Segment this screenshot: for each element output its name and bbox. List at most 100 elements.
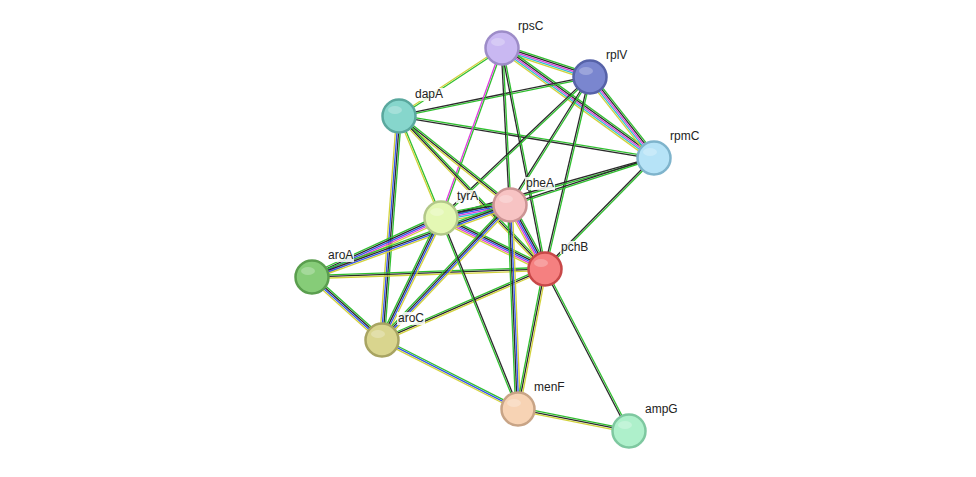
interaction-edge xyxy=(508,222,519,392)
evidence-line xyxy=(398,276,530,333)
evidence-line xyxy=(325,288,370,328)
protein-node: menF xyxy=(500,391,536,427)
interaction-edge xyxy=(329,268,528,278)
interaction-edge xyxy=(396,346,503,402)
highlight xyxy=(430,208,444,216)
node-circle xyxy=(572,59,608,95)
interaction-edge xyxy=(526,163,638,201)
evidence-line xyxy=(446,64,496,202)
interaction-edge xyxy=(502,65,510,188)
node-circle xyxy=(492,187,528,223)
evidence-line xyxy=(329,270,528,277)
evidence-line xyxy=(598,92,641,146)
evidence-line xyxy=(535,411,613,426)
interaction-edge xyxy=(411,125,497,195)
node-circle xyxy=(638,142,671,175)
node-circle xyxy=(425,202,458,235)
highlight xyxy=(388,106,402,114)
node-circle xyxy=(364,322,400,358)
evidence-line xyxy=(329,271,528,278)
node-circle xyxy=(574,61,607,94)
evidence-line xyxy=(552,284,620,416)
evidence-line xyxy=(518,91,580,190)
evidence-line xyxy=(413,57,488,106)
node-label: tyrA xyxy=(456,190,479,203)
node-label: rplV xyxy=(605,49,628,62)
evidence-line xyxy=(518,55,642,145)
highlight xyxy=(534,259,548,267)
evidence-line xyxy=(447,64,497,202)
node-label: dapA xyxy=(414,88,444,101)
evidence-line xyxy=(382,133,396,323)
evidence-line xyxy=(535,412,613,427)
protein-node: aroA xyxy=(294,259,330,295)
highlight xyxy=(579,67,593,75)
evidence-line xyxy=(517,221,536,255)
node-circle xyxy=(494,189,527,222)
node-circle xyxy=(636,140,672,176)
interaction-edge xyxy=(323,287,371,331)
node-label: rpmC xyxy=(669,130,700,143)
evidence-line xyxy=(411,128,495,196)
evidence-line xyxy=(550,94,587,253)
protein-node: tyrA xyxy=(423,200,459,236)
interaction-edge xyxy=(520,285,544,392)
interaction-edge xyxy=(381,133,400,323)
highlight xyxy=(643,148,657,156)
evidence-line xyxy=(599,91,642,145)
interaction-edge xyxy=(518,91,581,191)
evidence-line xyxy=(327,209,493,269)
node-circle xyxy=(486,32,519,65)
evidence-line xyxy=(323,290,368,330)
interaction-edge xyxy=(387,232,436,325)
evidence-line xyxy=(392,234,436,325)
protein-node: ampG xyxy=(611,413,647,449)
node-circle xyxy=(423,200,459,236)
protein-node: aroC xyxy=(364,322,400,358)
node-label: aroA xyxy=(327,249,354,262)
evidence-line xyxy=(520,219,539,253)
node-circle xyxy=(500,391,536,427)
interaction-edge xyxy=(534,411,612,430)
evidence-line xyxy=(384,133,398,323)
evidence-line xyxy=(448,233,512,392)
evidence-line xyxy=(510,222,517,392)
evidence-line xyxy=(534,414,612,429)
interaction-edge xyxy=(446,64,497,203)
protein-node: rplV xyxy=(572,59,608,95)
evidence-line xyxy=(327,224,425,269)
node-circle xyxy=(527,251,563,287)
interaction-edge xyxy=(552,284,622,417)
interaction-edge xyxy=(515,218,539,255)
highlight xyxy=(491,38,505,46)
node-label: menF xyxy=(533,381,566,394)
evidence-line xyxy=(515,221,534,255)
evidence-line xyxy=(521,218,540,252)
evidence-line xyxy=(601,90,644,144)
evidence-line xyxy=(557,171,642,258)
node-circle xyxy=(296,261,329,294)
protein-node: pheA xyxy=(492,187,528,223)
evidence-line xyxy=(397,274,529,331)
evidence-line xyxy=(324,289,369,329)
highlight xyxy=(371,330,385,338)
highlight xyxy=(499,195,513,203)
evidence-line xyxy=(328,212,494,272)
evidence-line xyxy=(521,286,542,393)
evidence-line xyxy=(520,285,541,392)
interaction-edge xyxy=(327,209,495,274)
interaction-edge xyxy=(514,55,642,150)
evidence-line xyxy=(390,234,434,325)
protein-node: pchB xyxy=(527,251,563,287)
interaction-edge xyxy=(447,233,513,393)
protein-node: rpmC xyxy=(636,140,672,176)
interaction-edge xyxy=(556,170,642,258)
evidence-line xyxy=(603,88,646,142)
evidence-line xyxy=(456,227,529,263)
evidence-line xyxy=(517,57,641,147)
evidence-line xyxy=(381,133,395,323)
protein-node: rpsC xyxy=(484,30,520,66)
evidence-line xyxy=(455,228,528,264)
highlight xyxy=(618,421,632,429)
